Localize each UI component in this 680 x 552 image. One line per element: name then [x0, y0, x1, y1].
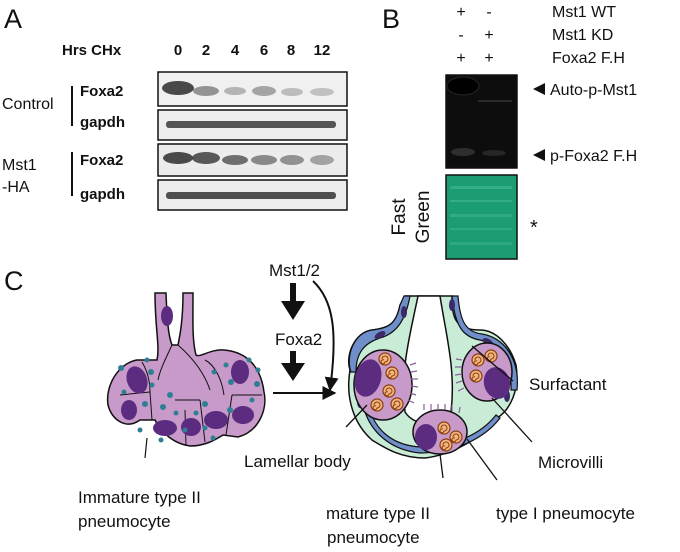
mature-type-ii-left: [353, 349, 419, 421]
control-foxa2-label: Foxa2: [80, 83, 123, 100]
mature-type-ii-right: [454, 342, 513, 402]
timepoint-label: 12: [314, 42, 331, 59]
leader-lines: [345, 345, 533, 481]
surfactant-label: Surfactant: [529, 375, 607, 394]
mst1-ha-label-line1: Mst1: [2, 157, 37, 174]
type-i-label: type I pneumocyte: [496, 504, 635, 523]
mst-to-foxa2-arrow-icon: [281, 283, 305, 320]
blot-control-gapdh: [157, 109, 348, 141]
immature-label-line2: pneumocyte: [78, 512, 171, 531]
hrs-chx-label: Hrs CHx: [62, 42, 122, 59]
blot-mst1-gapdh: [157, 179, 348, 211]
panel-c: C: [4, 261, 635, 547]
mature-type-ii-bottom: [412, 404, 468, 455]
panel-a: A Hrs CHx 0 2 4 6 8 12 Control Foxa2 gap…: [2, 4, 348, 211]
immature-leader-line: [144, 437, 148, 459]
auto-p-mst1-label: Auto-p-Mst1: [550, 82, 637, 99]
asterisk-label: *: [530, 217, 538, 239]
foxa2-to-maturation-arrow-icon: [281, 351, 305, 381]
microvilli-label: Microvilli: [538, 453, 603, 472]
fast-green-blot: [445, 174, 518, 260]
green-label: Green: [413, 191, 434, 244]
blot-control-foxa2: [157, 71, 348, 107]
p-foxa2-label: p-Foxa2 F.H: [550, 148, 637, 165]
panel-b-letter: B: [382, 4, 400, 34]
foxa2-lane2-sign: +: [484, 50, 493, 67]
mature-alveolus: [348, 295, 518, 459]
control-label: Control: [2, 96, 54, 113]
fast-label: Fast: [389, 198, 410, 236]
immature-label-line1: Immature type II: [78, 488, 201, 507]
mature-label-line2: pneumocyte: [327, 528, 420, 547]
foxa2-fh-label: Foxa2 F.H: [552, 50, 625, 67]
wt-lane1-sign: +: [456, 4, 465, 21]
mst1-wt-label: Mst1 WT: [552, 4, 616, 21]
autoradiograph-blot: [445, 74, 518, 169]
timepoint-label: 6: [260, 42, 268, 59]
foxa2-lane1-sign: +: [456, 50, 465, 67]
panel-c-letter: C: [4, 266, 24, 296]
mature-label-line1: mature type II: [326, 504, 430, 523]
mst1-gapdh-label: gapdh: [80, 186, 125, 203]
blot-mst1-foxa2: [157, 143, 348, 177]
mst1-kd-label: Mst1 KD: [552, 27, 613, 44]
timepoint-labels: 0 2 4 6 8 12: [174, 42, 331, 59]
mst1-ha-label-line2: -HA: [2, 179, 30, 196]
timepoint-label: 0: [174, 42, 182, 59]
panel-a-letter: A: [4, 4, 22, 34]
band-arrowhead-icon: [533, 83, 545, 95]
mst1-foxa2-label: Foxa2: [80, 152, 123, 169]
immature-type-ii-cluster: [106, 292, 266, 447]
kd-lane1-sign: -: [458, 27, 463, 44]
timepoint-label: 4: [231, 42, 240, 59]
wt-lane2-sign: -: [486, 4, 491, 21]
lamellar-body-label: Lamellar body: [244, 452, 351, 471]
control-gapdh-label: gapdh: [80, 114, 125, 131]
mst-direct-arrow: [312, 280, 339, 392]
timepoint-label: 8: [287, 42, 295, 59]
kd-lane2-sign: +: [484, 27, 493, 44]
panel-b: B + - Mst1 WT - + Mst1 KD + + Foxa2 F.H …: [382, 4, 637, 260]
mst12-label: Mst1/2: [269, 261, 320, 280]
timepoint-label: 2: [202, 42, 210, 59]
band-arrowhead-icon: [533, 149, 545, 161]
foxa2-signal-label: Foxa2: [275, 330, 322, 349]
